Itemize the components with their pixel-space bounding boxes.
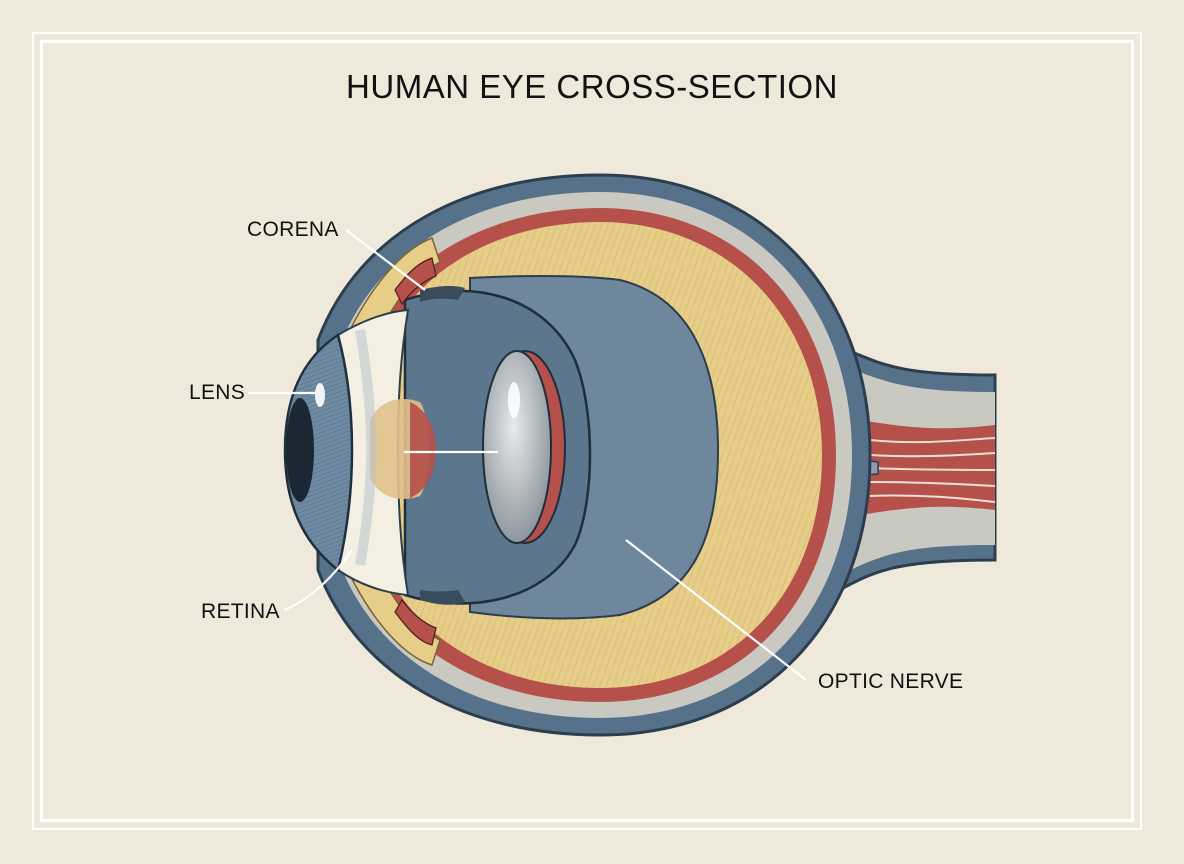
- lens-shape: [483, 351, 565, 543]
- label-optic-nerve: OPTIC NERVE: [818, 670, 963, 694]
- label-lens: LENS: [189, 381, 245, 405]
- iris-shape: [285, 335, 352, 570]
- label-retina: RETINA: [201, 600, 280, 624]
- label-corena: CORENA: [247, 218, 339, 242]
